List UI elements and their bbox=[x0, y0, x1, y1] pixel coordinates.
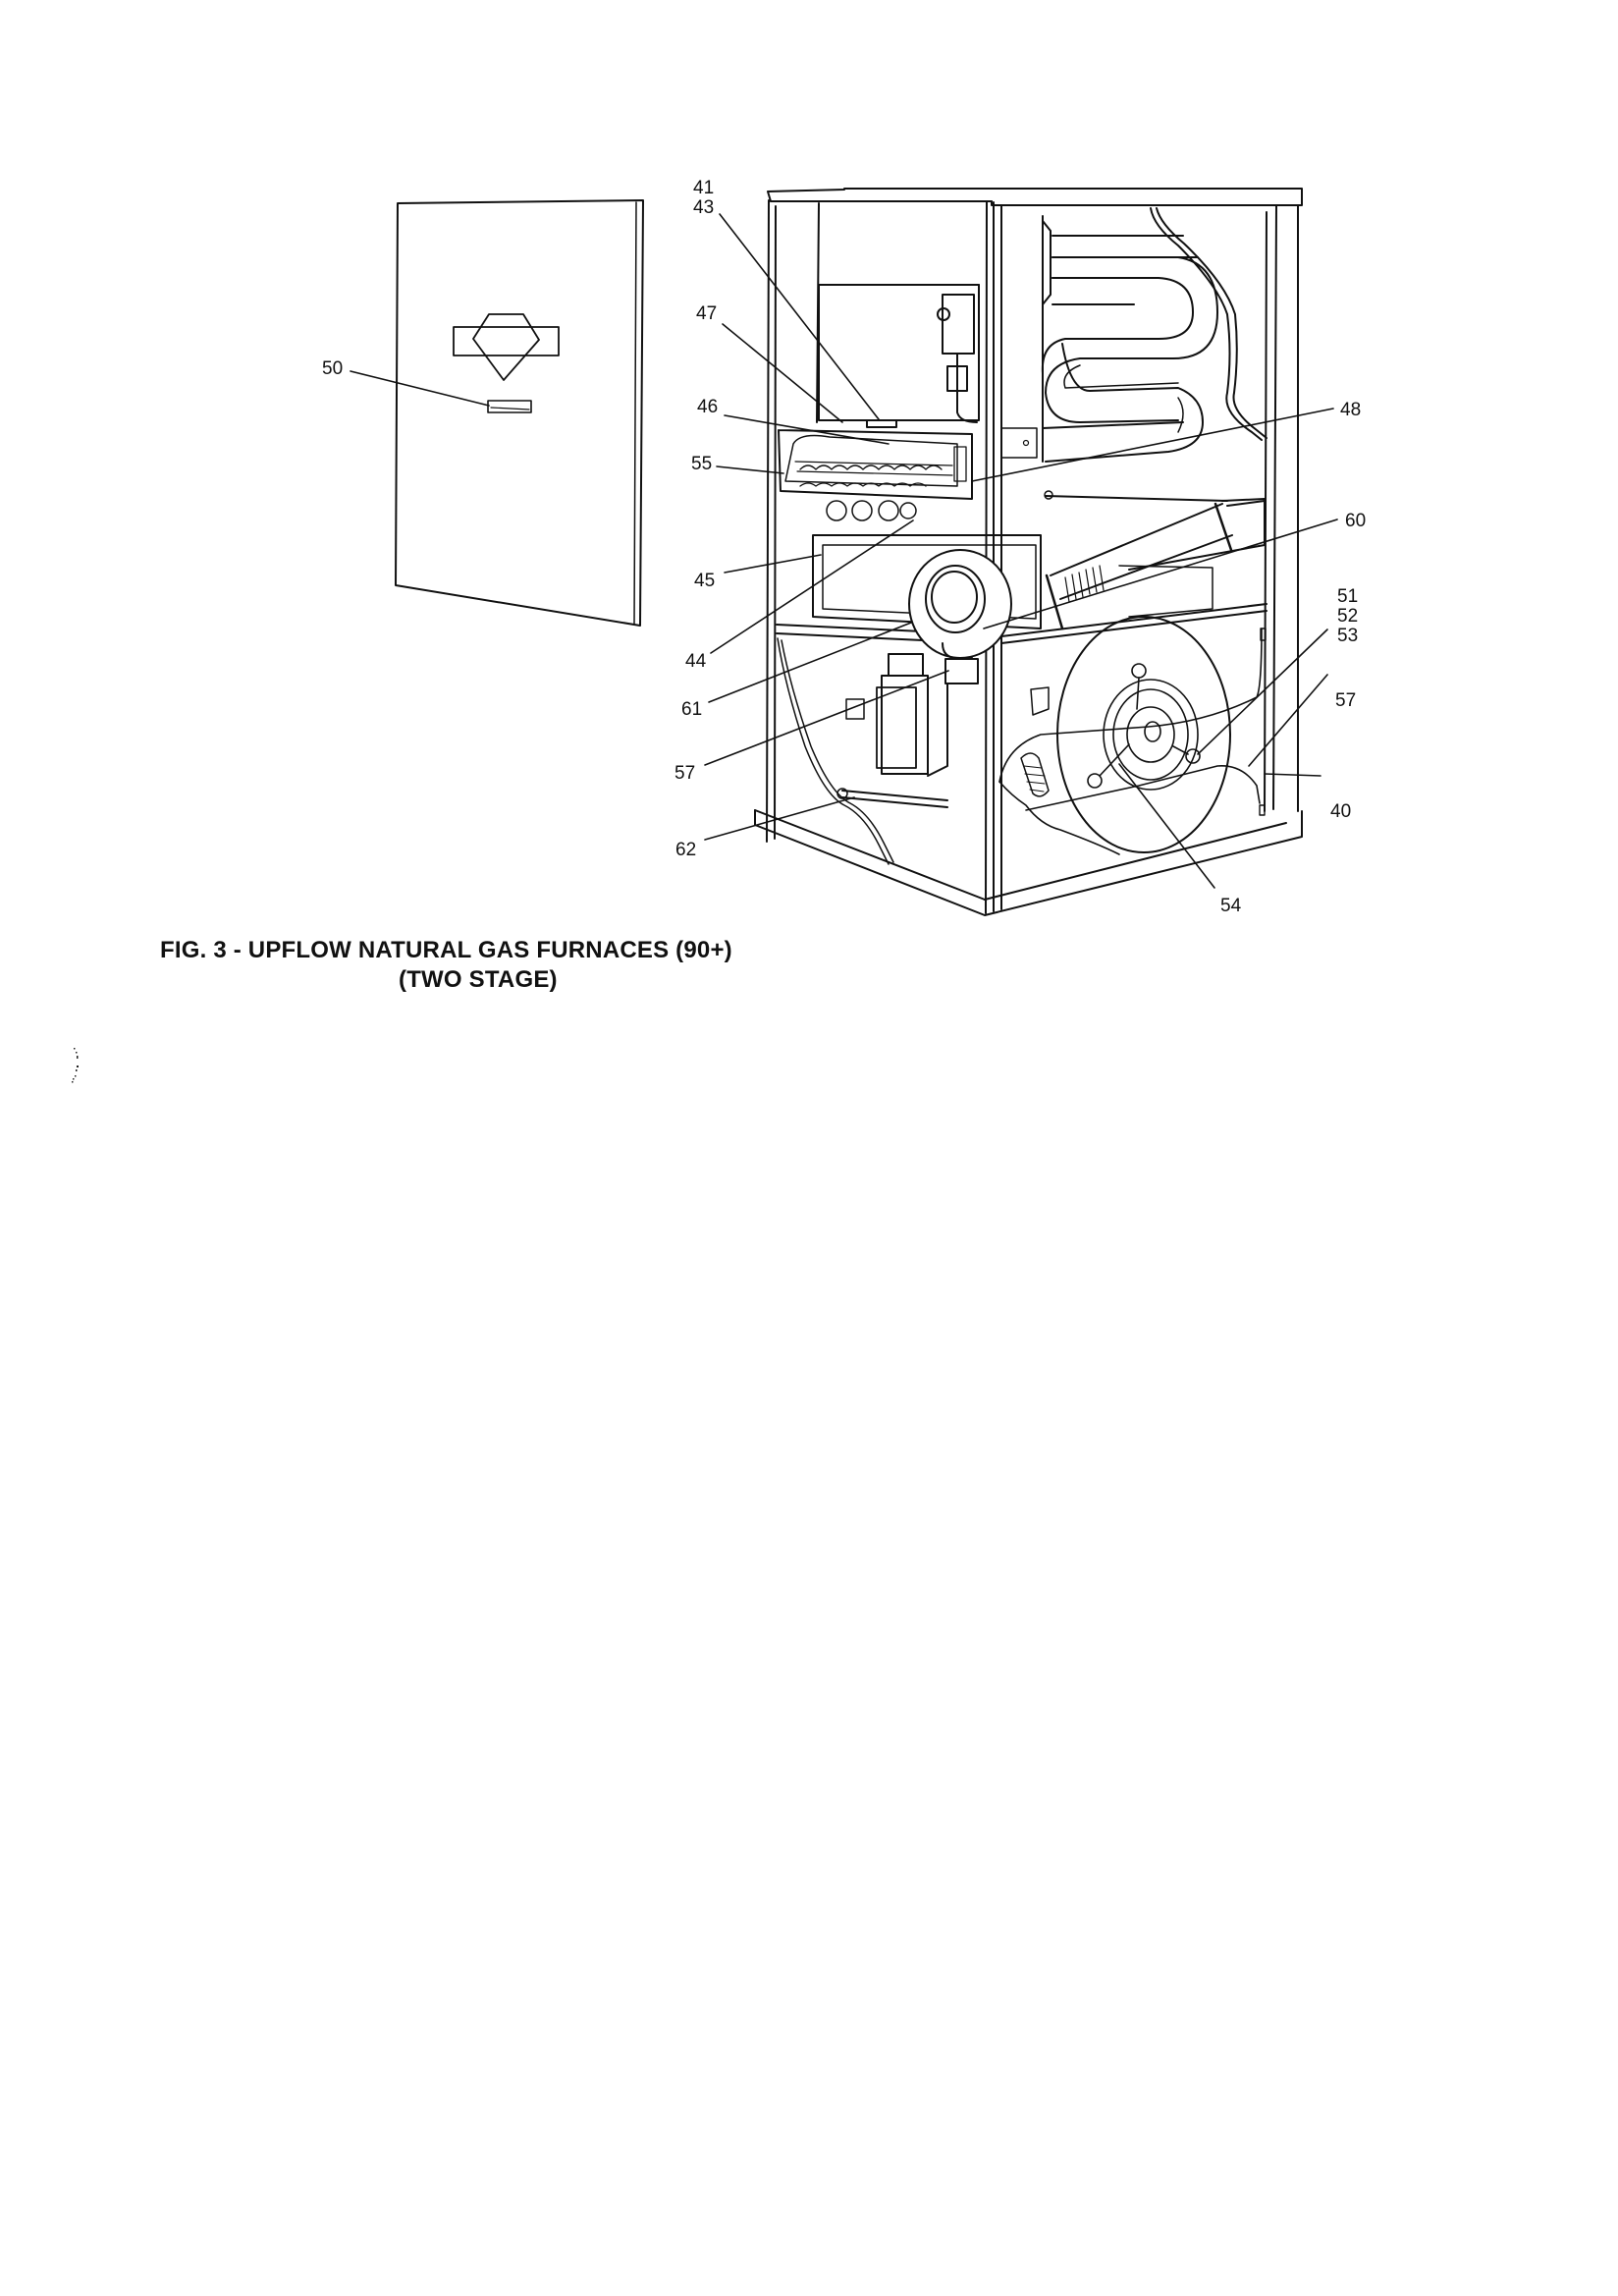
caption-subtitle: (TWO STAGE) bbox=[399, 966, 558, 993]
callout-51: 51 bbox=[1337, 586, 1359, 607]
callout-60: 60 bbox=[1345, 511, 1367, 531]
callout-62: 62 bbox=[675, 840, 697, 860]
callout-57-right: 57 bbox=[1335, 690, 1357, 711]
callout-51-52-53: 51 52 53 bbox=[1337, 587, 1358, 646]
callout-44: 44 bbox=[685, 651, 707, 672]
control-transformer bbox=[777, 637, 979, 865]
blower-assembly bbox=[998, 616, 1267, 855]
callout-45: 45 bbox=[694, 571, 716, 591]
figure-caption: FIG. 3 - UPFLOW NATURAL GAS FURNACES (90… bbox=[160, 936, 732, 995]
callout-leaders bbox=[350, 213, 1338, 889]
upper-left-compartment bbox=[818, 284, 980, 428]
inducer-motor bbox=[908, 549, 1012, 659]
callout-48: 48 bbox=[1340, 400, 1362, 420]
heat-exchanger-coil bbox=[1000, 207, 1267, 463]
callout-53: 53 bbox=[1337, 626, 1359, 646]
callout-40: 40 bbox=[1330, 801, 1352, 822]
junction-box bbox=[812, 534, 1042, 629]
scan-speck bbox=[72, 1048, 79, 1083]
callout-46: 46 bbox=[697, 397, 719, 417]
callout-52: 52 bbox=[1337, 606, 1359, 627]
furnace-line-drawing bbox=[350, 188, 1338, 916]
callout-41-43: 41 43 bbox=[693, 179, 714, 218]
callout-41: 41 bbox=[693, 178, 715, 198]
callout-55: 55 bbox=[691, 454, 713, 474]
callout-54: 54 bbox=[1220, 896, 1242, 916]
burner-assembly bbox=[778, 429, 973, 500]
front-door-panel bbox=[395, 199, 644, 627]
caption-title: FIG. 3 - UPFLOW NATURAL GAS FURNACES (90… bbox=[160, 937, 732, 963]
callout-57-left: 57 bbox=[674, 763, 696, 784]
callout-61: 61 bbox=[681, 699, 703, 720]
callout-47: 47 bbox=[696, 303, 718, 324]
callout-43: 43 bbox=[693, 197, 715, 218]
furnace-figure: 41 43 47 46 55 50 45 44 61 57 62 48 60 5… bbox=[0, 0, 1618, 994]
callout-50: 50 bbox=[322, 358, 344, 379]
gas-ports bbox=[826, 500, 917, 521]
condensate-tube bbox=[1044, 490, 1266, 630]
